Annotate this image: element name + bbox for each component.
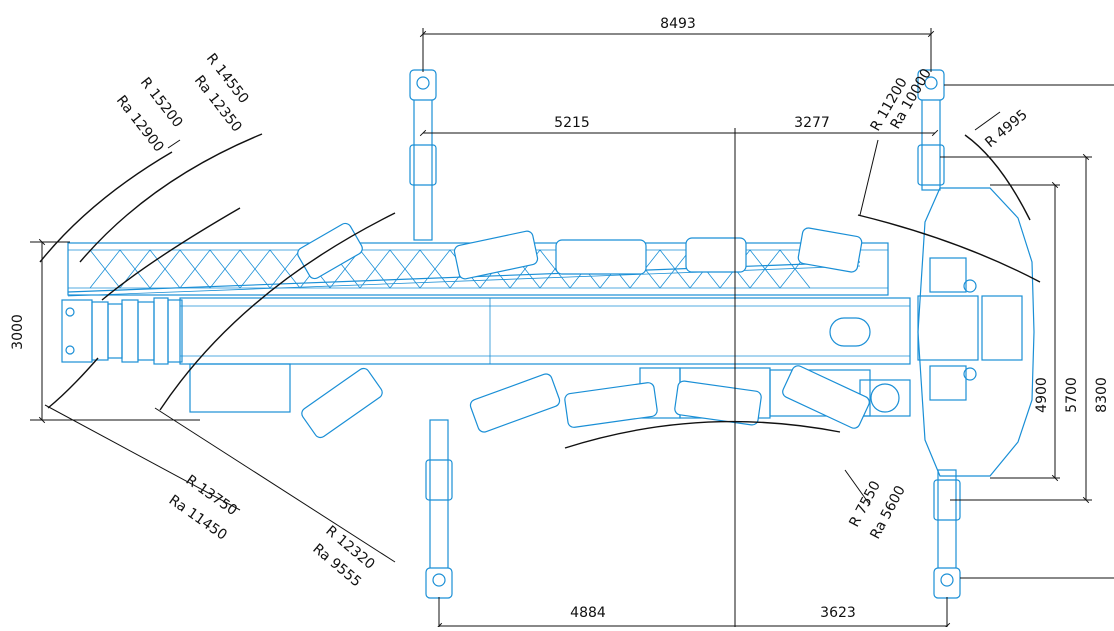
dim-3623: 3623 (820, 605, 856, 621)
label-r4995: R 4995 (982, 107, 1030, 151)
radius-labels: R 15200 Ra 12900 R 14550 Ra 12350 R 1120… (113, 51, 1031, 591)
outrigger-beams (413, 89, 957, 581)
telescopic-boom (61, 297, 911, 365)
dim-8493: 8493 (660, 16, 696, 32)
dim-4884: 4884 (570, 605, 606, 621)
radius-arcs (39, 133, 1041, 449)
dim-4900: 4900 (1034, 377, 1050, 413)
outrigger-pads (409, 69, 961, 599)
dim-5700: 5700 (1064, 377, 1080, 413)
dimension-labels: 8493 5215 3277 4884 3623 3000 4900 5700 … (10, 16, 1110, 621)
counterweight (917, 187, 1035, 477)
dim-3000: 3000 (10, 314, 26, 350)
crane-outline (61, 69, 1035, 599)
dim-8300: 8300 (1094, 377, 1110, 413)
dim-5215: 5215 (554, 115, 590, 131)
dim-3277: 3277 (794, 115, 830, 131)
tires (297, 222, 870, 439)
